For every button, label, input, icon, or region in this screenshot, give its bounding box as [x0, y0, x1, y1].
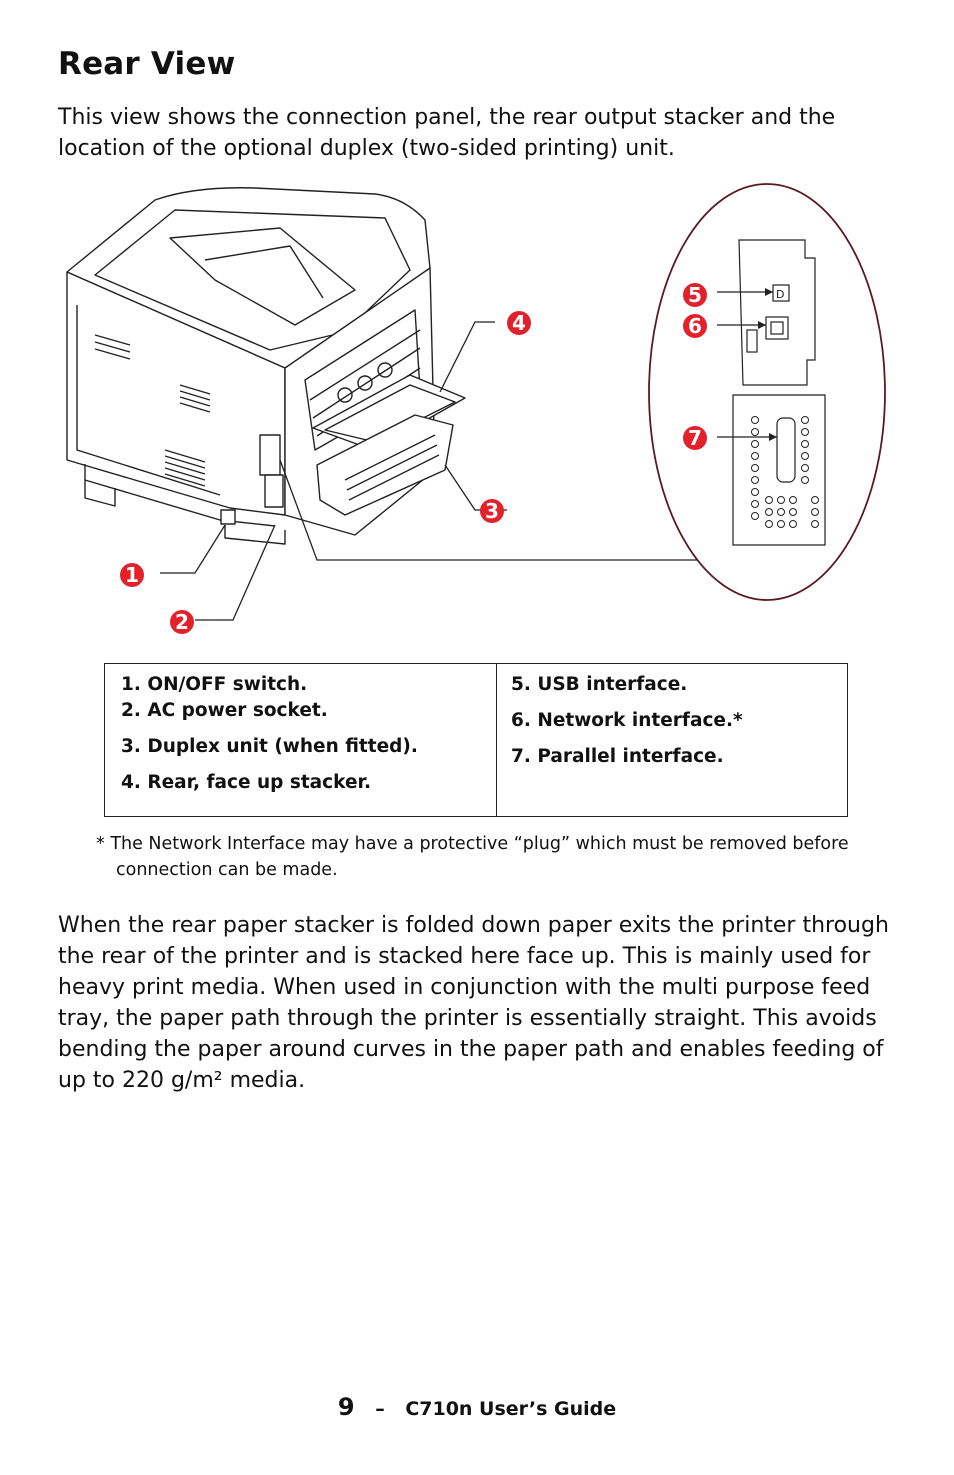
- legend-item-parallel-interface: 7. Parallel interface.: [511, 746, 724, 767]
- legend-table: 1. ON/OFF switch. 2. AC power socket. 3.…: [104, 663, 848, 817]
- network-footnote: * The Network Interface may have a prote…: [96, 834, 849, 880]
- footer-separator: –: [375, 1398, 385, 1420]
- printer-illustration: D: [66, 183, 886, 634]
- legend-item-usb-interface: 5. USB interface.: [511, 674, 688, 695]
- callout-3: 3: [480, 499, 504, 523]
- callout-1: 1: [120, 563, 144, 587]
- callout-5: 5: [683, 283, 707, 307]
- legend-item-network-interface: 6. Network interface.*: [511, 710, 743, 731]
- callout-4-number: 4: [512, 311, 526, 335]
- callout-4: 4: [507, 311, 531, 335]
- callout-1-number: 1: [125, 563, 139, 587]
- callout-2: 2: [170, 610, 194, 634]
- page-number: 9: [337, 1393, 355, 1421]
- legend-item-rear-stacker: 4. Rear, face up stacker.: [121, 772, 372, 793]
- legend-left-column: 1. ON/OFF switch. 2. AC power socket. 3.…: [105, 664, 497, 816]
- legend-right-column: 5. USB interface. 6. Network interface.*…: [497, 664, 847, 816]
- legend-item-duplex-unit: 3. Duplex unit (when fitted).: [121, 736, 418, 757]
- svg-text:D: D: [776, 288, 784, 301]
- intro-paragraph: This view shows the connection panel, th…: [58, 105, 836, 161]
- callout-7: 7: [683, 426, 707, 450]
- rear-view-figure: D: [55, 180, 905, 650]
- callout-6: 6: [683, 314, 707, 338]
- callout-2-number: 2: [175, 610, 189, 634]
- callout-7-number: 7: [688, 426, 702, 450]
- legend-item-ac-power-socket: 2. AC power socket.: [121, 700, 328, 721]
- callout-5-number: 5: [688, 283, 702, 307]
- page-title: Rear View: [58, 46, 236, 82]
- body-paragraph: When the rear paper stacker is folded do…: [58, 913, 889, 1093]
- guide-title: C710n User’s Guide: [405, 1398, 617, 1420]
- page-footer: 9 – C710n User’s Guide: [0, 1393, 954, 1421]
- callout-6-number: 6: [688, 314, 702, 338]
- callout-3-number: 3: [485, 499, 499, 523]
- legend-item-on-off-switch: 1. ON/OFF switch.: [121, 674, 308, 695]
